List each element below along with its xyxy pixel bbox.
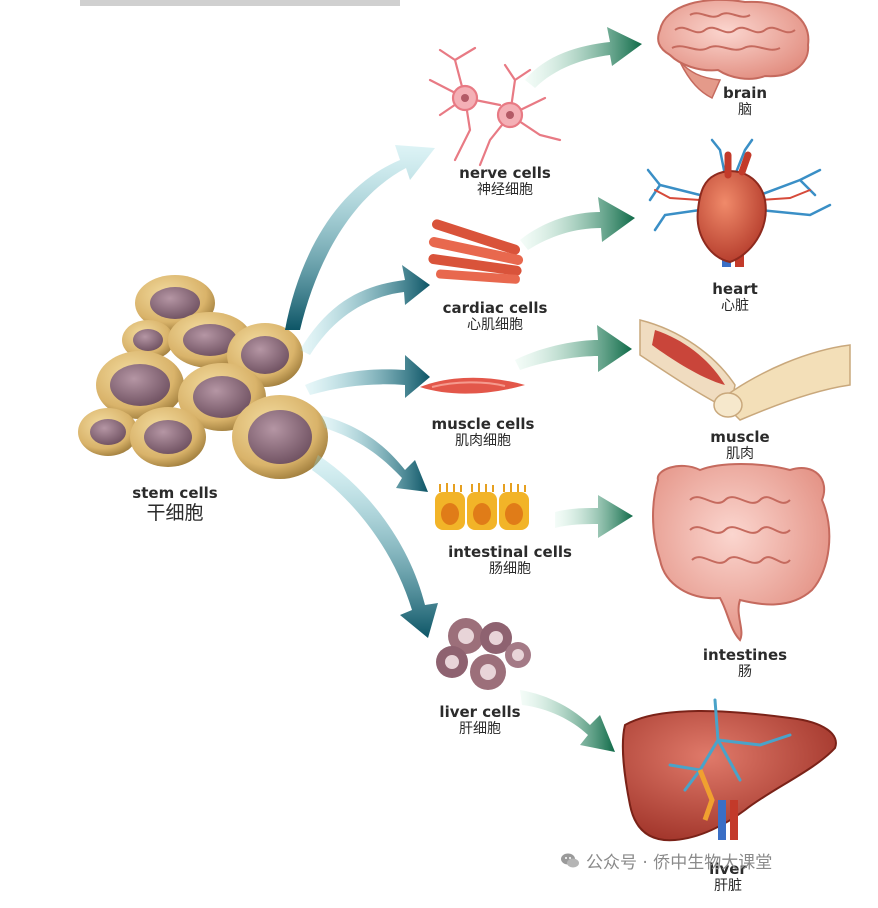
cardiac-cells-illustration [428,219,524,284]
stem-cells-en: stem cells [132,484,218,502]
stem-cell-cluster [78,275,328,479]
intestinal-cells-label: intestinal cells 肠细胞 [448,543,572,577]
heart-illustration [646,138,832,267]
arrow-to-cardiac-cells [300,265,430,355]
intestines-illustration [652,463,831,642]
liver-illustration [621,698,837,842]
liver-cells-illustration [436,618,531,690]
arrow-to-liver-cells [312,455,438,638]
arrow-to-liver [520,690,615,752]
cropped-title-strip [80,0,400,6]
stem-cells-zh: 干细胞 [146,502,204,524]
liver-label: liver 肝脏 [709,860,747,894]
intestinal-cells-illustration [435,483,529,530]
arrow-to-intestines [555,495,633,538]
watermark-text: 公众号 · 侨中生物大课堂 [586,853,773,873]
stem-cells-label: stem cells 干细胞 [110,484,240,525]
heart-label: heart 心脏 [712,280,758,314]
brain-illustration [657,0,810,100]
watermark: 公众号 · 侨中生物大课堂 [560,848,772,873]
muscle-cells-label: muscle cells 肌肉细胞 [431,415,535,449]
nerve-cells-illustration [428,46,562,167]
arrow-to-nerve-cells [285,145,435,330]
cardiac-cells-label: cardiac cells 心肌细胞 [442,299,548,333]
arrow-to-muscle-cells [305,355,430,398]
wechat-icon [560,853,580,869]
arm-muscle-illustration [639,319,851,421]
organ-arrows [515,27,642,752]
brain-label: brain 脑 [722,84,768,118]
muscle-label: muscle 肌肉 [710,428,770,462]
differentiation-arrows [285,145,438,638]
intestines-label: intestines 肠 [702,646,788,680]
arrow-to-muscle [515,325,632,372]
arrow-to-intestinal-cells [320,415,428,492]
liver-cells-label: liver cells 肝细胞 [439,703,521,737]
arrow-to-brain [525,27,642,88]
arrow-to-heart [520,197,635,250]
muscle-cells-illustration [420,377,525,394]
nerve-cells-label: nerve cells 神经细胞 [459,164,551,198]
